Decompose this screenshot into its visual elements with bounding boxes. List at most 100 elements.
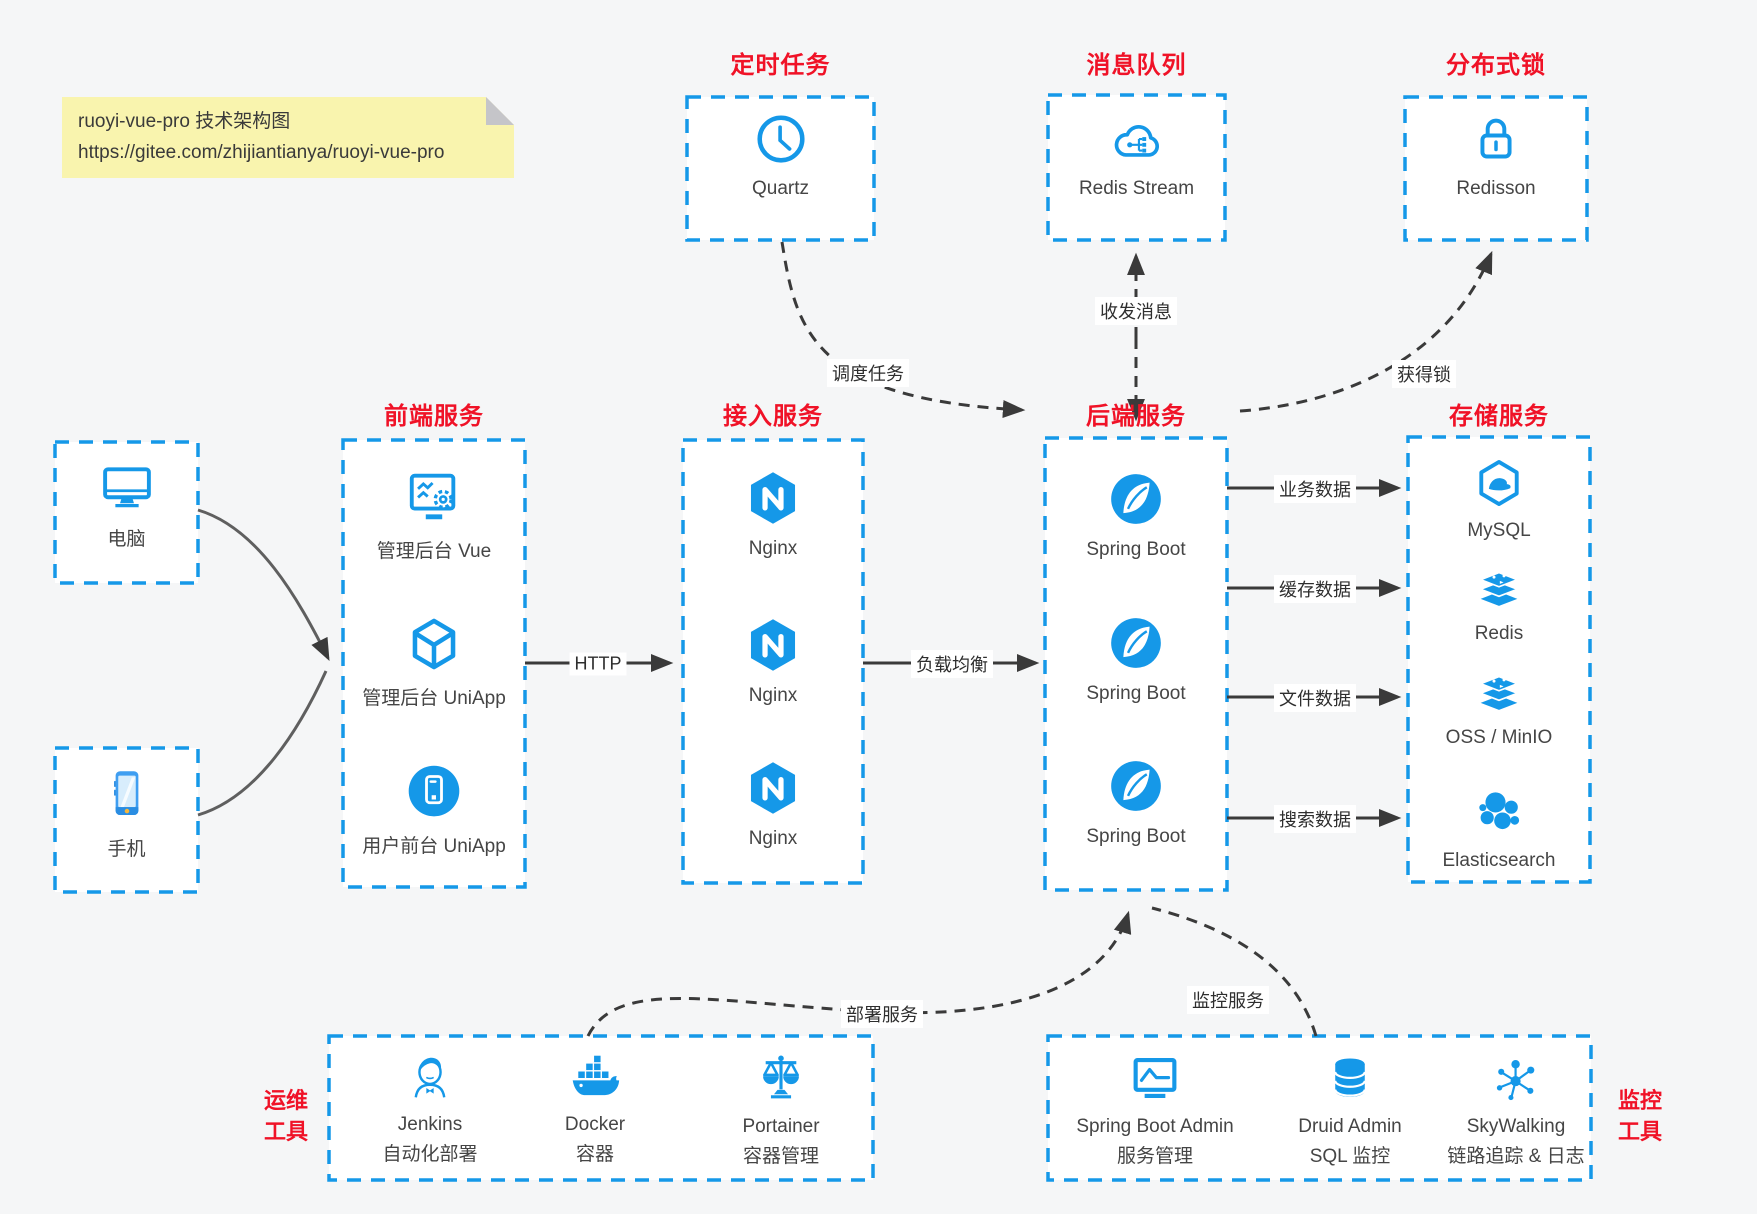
node-elasticsearch: Elasticsearch [1408, 784, 1590, 872]
node-pc: 电脑 [55, 460, 198, 551]
node-label: Redis [1474, 623, 1524, 644]
node-label: Spring Boot Admin [1076, 1116, 1234, 1137]
node-docker: Docker 容器 [510, 1052, 680, 1166]
group-box-pc-client [53, 440, 200, 585]
node-label: Docker [564, 1114, 626, 1135]
edge-label-acquire-lock: 获得锁 [1392, 360, 1456, 388]
node-sublabel: 容器管理 [742, 1146, 819, 1167]
druid-icon [1323, 1052, 1377, 1106]
node-redisson: Redisson [1405, 110, 1587, 200]
group-title-storage: 存储服务 [1449, 403, 1549, 430]
note-url[interactable]: https://gitee.com/zhijiantianya/ruoyi-vu… [78, 142, 445, 164]
elasticsearch-icon [1471, 784, 1527, 840]
node-sublabel: 容器 [575, 1144, 614, 1165]
node-admin-uniapp: 管理后台 UniApp [343, 615, 525, 710]
edge-label-business-data: 业务数据 [1274, 475, 1356, 503]
uniapp-cube-icon [404, 615, 464, 673]
edge-label-schedule-task: 调度任务 [827, 359, 909, 387]
lock-icon [1468, 110, 1524, 168]
node-label: 管理后台 Vue [376, 541, 492, 562]
oss-icon [1472, 667, 1526, 717]
group-title-mq: 消息队列 [1086, 52, 1187, 79]
node-springboot-3: Spring Boot [1045, 756, 1227, 848]
node-label: Quartz [751, 178, 810, 199]
user-app-icon [404, 761, 464, 821]
edge-label-monitor-service: 监控服务 [1187, 986, 1269, 1014]
node-nginx-3: Nginx [683, 758, 863, 850]
node-springboot-2: Spring Boot [1045, 613, 1227, 705]
redis-icon [1472, 563, 1526, 613]
node-label: Redis Stream [1078, 178, 1195, 199]
node-nginx-1: Nginx [683, 468, 863, 560]
nginx-icon [743, 468, 803, 528]
node-oss-minio: OSS / MinIO [1408, 667, 1590, 749]
edge-label-file-data: 文件数据 [1274, 684, 1356, 712]
node-springboot-1: Spring Boot [1045, 469, 1227, 561]
springboot-icon [1106, 756, 1166, 816]
edge-label-http: HTTP [569, 652, 627, 676]
group-box-mq [1046, 93, 1227, 242]
edge-label-search-data: 搜索数据 [1274, 805, 1356, 833]
node-skywalking: SkyWalking 链路追踪 & 日志 [1421, 1052, 1611, 1168]
node-label: Elasticsearch [1442, 850, 1556, 871]
node-jenkins: Jenkins 自动化部署 [345, 1050, 515, 1166]
note-title: ruoyi-vue-pro 技术架构图 [78, 111, 291, 132]
desktop-icon [97, 460, 157, 514]
monitoring-side-label: 监控 工具 [1617, 1088, 1662, 1144]
edge-label-deploy-service: 部署服务 [841, 1000, 923, 1028]
node-label: 管理后台 UniApp [362, 688, 506, 709]
node-user-uniapp: 用户前台 UniApp [343, 761, 525, 858]
node-label: 用户前台 UniApp [362, 836, 506, 857]
sticky-note: ruoyi-vue-pro 技术架构图 https://gitee.com/zh… [62, 97, 514, 178]
node-portainer: Portainer 容器管理 [696, 1050, 866, 1168]
node-sublabel: SQL 监控 [1309, 1146, 1391, 1167]
springboot-icon [1106, 469, 1166, 529]
smartphone-icon [99, 764, 155, 824]
node-label: Spring Boot [1086, 539, 1186, 560]
springboot-admin-icon [1125, 1052, 1185, 1106]
docker-icon [565, 1052, 625, 1104]
node-label: Nginx [748, 828, 798, 849]
node-label: MySQL [1467, 520, 1531, 541]
node-label: Nginx [748, 538, 798, 559]
node-label: OSS / MinIO [1445, 727, 1553, 748]
node-springboot-admin: Spring Boot Admin 服务管理 [1060, 1052, 1250, 1168]
node-redis: Redis [1408, 563, 1590, 645]
node-label: SkyWalking [1466, 1116, 1566, 1137]
group-title-backend: 后端服务 [1086, 403, 1186, 430]
node-sublabel: 链路追踪 & 日志 [1447, 1146, 1585, 1167]
admin-vue-icon [403, 468, 465, 526]
edge-schedule-task-curve [780, 241, 1026, 418]
node-label: Spring Boot [1086, 826, 1186, 847]
group-title-frontend: 前端服务 [384, 403, 484, 430]
node-label: Redisson [1456, 178, 1536, 199]
clock-icon [752, 110, 810, 168]
skywalking-icon [1489, 1052, 1543, 1106]
node-sublabel: 自动化部署 [382, 1144, 478, 1165]
node-quartz: Quartz [687, 110, 874, 200]
jenkins-icon [404, 1050, 456, 1104]
edge-pc-to-frontend [197, 508, 330, 662]
node-label: Portainer [742, 1116, 820, 1137]
edge-phone-to-frontend [197, 670, 328, 817]
node-nginx-2: Nginx [683, 615, 863, 707]
edge-monitor-service-curve [1151, 906, 1318, 1037]
group-title-scheduled: 定时任务 [730, 52, 831, 79]
group-title-lock: 分布式锁 [1446, 52, 1546, 79]
node-redis-stream: Redis Stream [1048, 112, 1225, 200]
node-label: Spring Boot [1086, 683, 1186, 704]
edge-label-send-receive-message: 收发消息 [1095, 297, 1177, 325]
portainer-icon [753, 1050, 809, 1106]
springboot-icon [1106, 613, 1166, 673]
node-label: Nginx [748, 685, 798, 706]
group-box-scheduled [685, 95, 876, 242]
node-admin-vue: 管理后台 Vue [343, 468, 525, 563]
nginx-icon [743, 615, 803, 675]
node-label: 手机 [107, 839, 146, 860]
group-title-gateway: 接入服务 [723, 403, 823, 430]
edge-acquire-lock-curve [1239, 250, 1493, 413]
mysql-icon [1472, 456, 1526, 510]
node-mysql: MySQL [1408, 456, 1590, 542]
nginx-icon [743, 758, 803, 818]
